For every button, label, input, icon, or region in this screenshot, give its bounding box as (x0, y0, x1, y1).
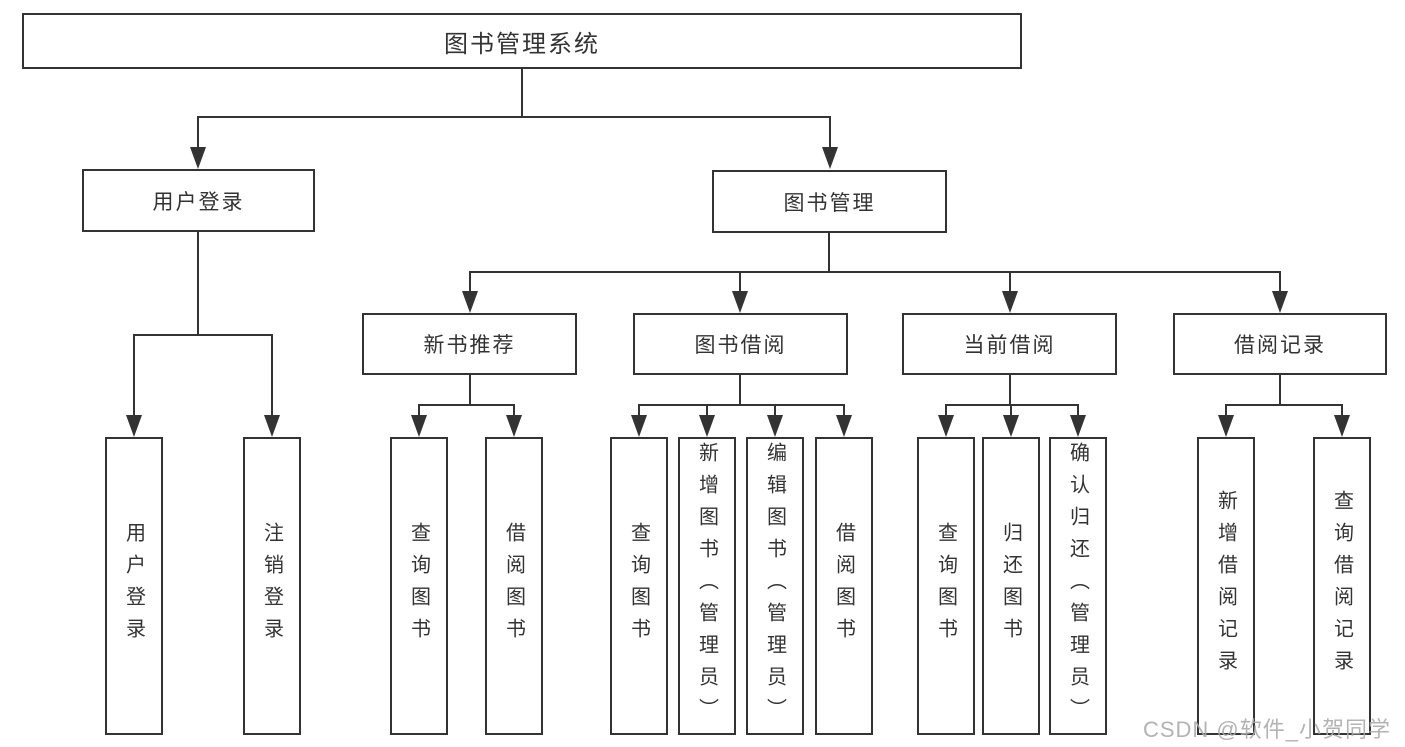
arrow-down-icon (126, 415, 142, 437)
arrow-stem (945, 405, 947, 419)
leaf-label: 注销登录 (260, 522, 283, 650)
arrow-stem (133, 335, 135, 419)
arrow-stem (1010, 405, 1012, 419)
leaf-label: 查询借阅记录 (1330, 490, 1353, 682)
leaf-label: 新增图书（管理员） (695, 442, 718, 730)
arrow-down-icon (938, 415, 954, 437)
connector-new-books-bar (418, 404, 515, 406)
arrow-stem (638, 405, 640, 419)
connector-book-borrow-drop (739, 375, 741, 405)
node-borrow-records: 借阅记录 (1173, 313, 1387, 375)
arrow-down-icon (699, 415, 715, 437)
arrow-stem (271, 335, 273, 419)
leaf-borrow-books-2: 借阅图书 (815, 437, 873, 735)
arrow-stem (513, 405, 515, 419)
leaf-query-books-2: 查询图书 (610, 437, 668, 735)
arrow-stem (197, 117, 199, 151)
arrow-stem (1009, 272, 1011, 295)
arrow-down-icon (631, 415, 647, 437)
node-new-book-recommend: 新书推荐 (362, 313, 577, 375)
arrow-down-icon (836, 415, 852, 437)
leaf-label: 新增借阅记录 (1214, 490, 1237, 682)
connector-book-borrow-bar (638, 404, 845, 406)
arrow-stem (829, 117, 831, 151)
arrow-stem (469, 272, 471, 295)
arrow-down-icon (1218, 415, 1234, 437)
leaf-query-borrow-record: 查询借阅记录 (1313, 437, 1371, 735)
arrow-down-icon (1272, 291, 1288, 313)
connector-login-group-bar (133, 334, 273, 336)
arrow-stem (739, 272, 741, 295)
node-user-login: 用户登录 (82, 169, 315, 232)
connector-level3-bar (469, 271, 1281, 273)
node-book-management: 图书管理 (712, 170, 947, 233)
leaf-add-books-admin: 新增图书（管理员） (678, 437, 736, 735)
arrow-stem (418, 405, 420, 419)
leaf-logout: 注销登录 (243, 437, 301, 735)
leaf-label: 编辑图书（管理员） (763, 442, 786, 730)
arrow-down-icon (506, 415, 522, 437)
arrow-stem (1279, 272, 1281, 295)
leaf-label: 借阅图书 (502, 522, 525, 650)
connector-new-books-drop (469, 375, 471, 405)
arrow-stem (1077, 405, 1079, 419)
arrow-down-icon (462, 291, 478, 313)
leaf-label: 确认归还（管理员） (1066, 442, 1089, 730)
leaf-query-books-3: 查询图书 (917, 437, 975, 735)
leaf-label: 用户登录 (122, 522, 145, 650)
connector-book-mgmt-drop (828, 233, 830, 272)
node-library-system: 图书管理系统 (22, 13, 1022, 69)
arrow-down-icon (1003, 415, 1019, 437)
arrow-down-icon (767, 415, 783, 437)
leaf-user-login: 用户登录 (105, 437, 163, 735)
arrow-down-icon (822, 147, 838, 169)
csdn-watermark: CSDN @软件_小贺同学 (1142, 717, 1391, 742)
connector-borrow-records-drop (1279, 375, 1281, 405)
connector-root-drop (521, 69, 523, 117)
leaf-query-books-1: 查询图书 (390, 437, 448, 735)
arrow-down-icon (732, 291, 748, 313)
leaf-edit-books-admin: 编辑图书（管理员） (746, 437, 804, 735)
leaf-confirm-return-admin: 确认归还（管理员） (1049, 437, 1107, 735)
arrow-stem (843, 405, 845, 419)
arrow-down-icon (1002, 291, 1018, 313)
leaf-label: 查询图书 (627, 522, 650, 650)
arrow-stem (1225, 405, 1227, 419)
node-current-borrowing: 当前借阅 (902, 313, 1117, 375)
leaf-label: 查询图书 (934, 522, 957, 650)
leaf-borrow-books-1: 借阅图书 (485, 437, 543, 735)
leaf-add-borrow-record: 新增借阅记录 (1197, 437, 1255, 735)
connector-user-login-drop (197, 232, 199, 335)
connector-borrow-records-bar (1225, 404, 1343, 406)
connector-level2-bar (197, 116, 831, 118)
leaf-label: 查询图书 (407, 522, 430, 650)
arrow-down-icon (264, 415, 280, 437)
arrow-stem (706, 405, 708, 419)
leaf-label: 借阅图书 (832, 522, 855, 650)
connector-current-borrow-bar (945, 404, 1079, 406)
arrow-down-icon (1334, 415, 1350, 437)
leaf-label: 归还图书 (999, 522, 1022, 650)
arrow-down-icon (190, 147, 206, 169)
arrow-stem (1341, 405, 1343, 419)
leaf-return-books: 归还图书 (982, 437, 1040, 735)
arrow-stem (774, 405, 776, 419)
node-book-borrowing: 图书借阅 (633, 313, 848, 375)
arrow-down-icon (1070, 415, 1086, 437)
arrow-down-icon (411, 415, 427, 437)
connector-current-borrow-drop (1009, 375, 1011, 405)
